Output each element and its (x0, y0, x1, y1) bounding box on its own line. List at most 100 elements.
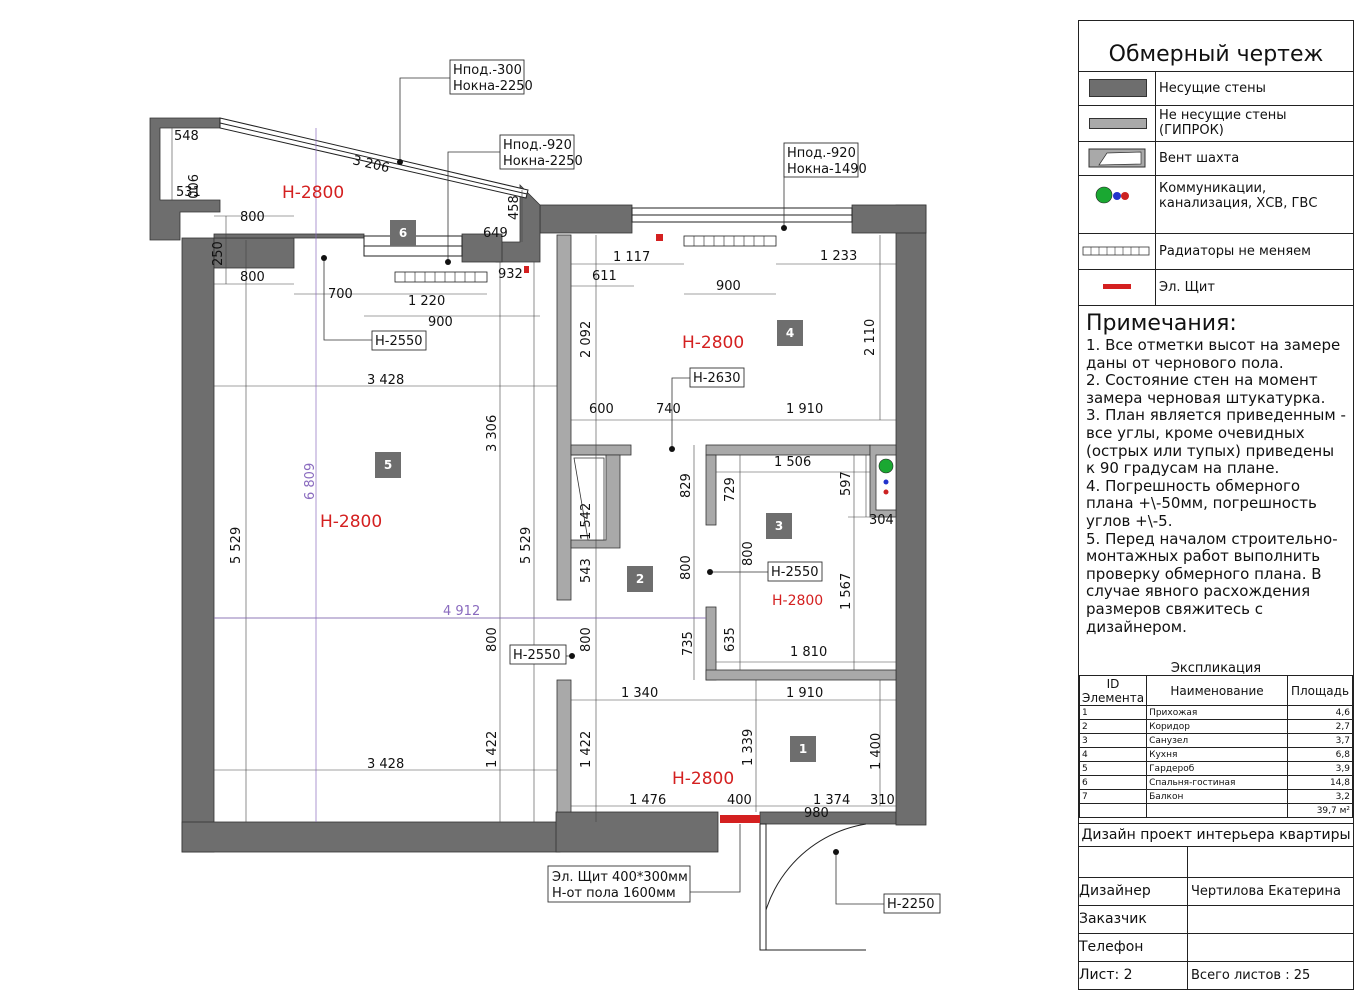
room-id-5: 5 (384, 458, 392, 472)
height-hallway: Н-2800 (672, 769, 734, 789)
notes-title: Примечания: (1086, 311, 1237, 336)
partition-walls (556, 234, 897, 813)
table-total-row: 39,7 м² (1078, 803, 1353, 818)
legend-bearing-walls: Несущие стены (1079, 71, 1353, 106)
dim-250: 250 (211, 241, 226, 266)
dim-4912: 4 912 (443, 604, 480, 619)
legend-label: Радиаторы не меняем (1159, 243, 1311, 259)
legend-label: Вент шахта (1159, 150, 1240, 166)
dim-3428-b: 3 428 (367, 757, 404, 772)
note-5: 5. Перед началом строительно-монтажных р… (1086, 529, 1338, 636)
dim-5529-b: 5 529 (519, 527, 534, 564)
dim-531: 531 (176, 185, 201, 200)
room-id-6: 6 (399, 226, 407, 240)
dim-1476: 1 476 (629, 793, 666, 808)
dim-5529-a: 5 529 (229, 527, 244, 564)
dim-800-a: 800 (240, 210, 265, 225)
dim-458: 458 (507, 195, 522, 220)
legend-label: Несущие стены (1159, 80, 1266, 96)
electric-socket-a (656, 234, 663, 241)
dim-548: 548 (174, 129, 199, 144)
dimension-values: 548 531 3 206 800 800 649 932 700 1 220 … (174, 129, 895, 821)
client-label: Заказчик (1079, 905, 1188, 933)
tag-height-2550-a: Н-2550 (375, 334, 423, 349)
utilities-riser (875, 454, 897, 511)
partition-wall-swatch (1079, 105, 1156, 141)
dim-932: 932 (498, 267, 523, 282)
tag-balcony-window-sill: Нпод.-300 (453, 63, 522, 78)
legend-electric-panel: Эл. Щит (1079, 269, 1353, 306)
dim-3306: 3 306 (485, 415, 500, 452)
dim-2092: 2 092 (579, 321, 594, 358)
note-1: 1. Все отметки высот на замере даны от ч… (1086, 336, 1341, 372)
tag-height-2250: Н-2250 (887, 897, 935, 912)
dim-635: 635 (723, 627, 738, 652)
utilities-icon (1079, 175, 1156, 233)
electric-socket-b (524, 266, 529, 273)
tag-height-2550-b: Н-2550 (771, 565, 819, 580)
dim-1910-a: 1 910 (786, 402, 823, 417)
room-id-2: 2 (636, 572, 644, 586)
dim-829: 829 (679, 473, 694, 498)
dim-1506: 1 506 (774, 455, 811, 470)
dim-1567: 1 567 (839, 573, 854, 610)
blank-row (1079, 847, 1353, 878)
sheets-total: Всего листов : 25 (1191, 967, 1311, 983)
dim-1810: 1 810 (790, 645, 827, 660)
dim-900-a: 900 (184, 174, 199, 199)
dim-2110: 2 110 (863, 319, 878, 356)
header-id: ID Элемента (1078, 675, 1148, 706)
drawing-title: Обмерный чертеж (1079, 21, 1353, 72)
leaders (323, 77, 884, 905)
height-balcony: Н-2800 (282, 183, 344, 203)
dim-3428-a: 3 428 (367, 373, 404, 388)
height-bathroom: Н-2800 (772, 593, 823, 609)
room-id-1: 1 (799, 742, 807, 756)
floor-plan: Нпод.-300 Нокна-2250 Нпод.-920 Нокна-225… (149, 59, 941, 951)
note-4: 4. Погрешность обмерного плана +\-50мм, … (1086, 476, 1317, 530)
dim-1340: 1 340 (621, 686, 658, 701)
legend-utilities: Коммуникации, канализация, ХСВ, ГВС (1079, 175, 1353, 234)
sheet-row: Лист: 2 Всего листов : 25 (1079, 961, 1353, 989)
dim-400: 400 (727, 793, 752, 808)
windows (219, 117, 853, 257)
legend-radiators: Радиаторы не меняем (1079, 233, 1353, 270)
legend-label: Не несущие стены (ГИПРОК) (1159, 108, 1287, 138)
tag-height-2630: Н-2630 (693, 371, 741, 386)
radiators (394, 235, 777, 283)
dim-1400: 1 400 (869, 733, 884, 770)
dim-800-b: 800 (240, 270, 265, 285)
tag-height-2550-c: Н-2550 (513, 648, 561, 663)
room-markers (375, 220, 816, 762)
phone-label: Телефон (1079, 933, 1188, 961)
legend-label: Коммуникации, канализация, ХСВ, ГВС (1159, 181, 1318, 211)
designer-row: Дизайнер Чертилова Екатерина (1079, 877, 1353, 906)
tag-boxes (371, 59, 941, 914)
note-3: 3. План является приведенным - все углы,… (1086, 406, 1346, 478)
tag-room6-window-sill: Нпод.-920 (503, 138, 572, 153)
dim-600: 600 (589, 402, 614, 417)
vent-shaft-icon (1079, 141, 1156, 175)
legend-partition-walls: Не несущие стены (ГИПРОК) (1079, 105, 1353, 142)
room-id-4: 4 (786, 326, 794, 340)
dim-597: 597 (839, 471, 854, 496)
note-2: 2. Состояние стен на момент замера черно… (1086, 371, 1326, 407)
tag-panel-height: Н-от пола 1600мм (552, 886, 676, 901)
legend-label: Эл. Щит (1159, 279, 1215, 295)
leader-dots (321, 159, 839, 855)
dim-543: 543 (579, 558, 594, 583)
dim-735: 735 (681, 631, 696, 656)
header-name: Наименование (1146, 675, 1288, 706)
project-title: Дизайн проект интерьера квартиры (1079, 823, 1353, 847)
tag-panel-size: Эл. Щит 400*300мм (552, 870, 688, 885)
dim-611: 611 (592, 269, 617, 284)
dim-1117: 1 117 (613, 250, 650, 265)
dim-1374: 1 374 (813, 793, 850, 808)
radiator-icon (1079, 233, 1156, 269)
